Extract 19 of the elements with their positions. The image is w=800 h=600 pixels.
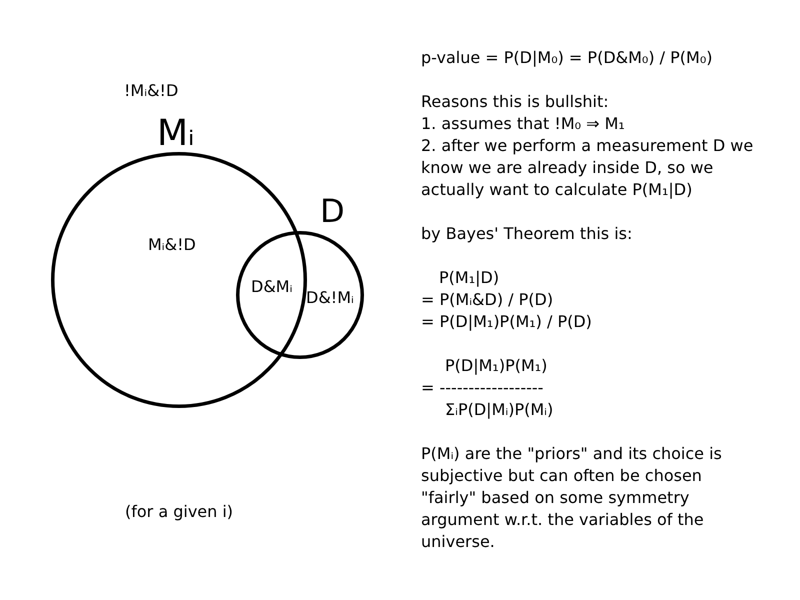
formula-text: P(D|M₁)P(M₁)	[445, 355, 548, 377]
list-item: 1. assumes that !M₀ ⇒ M₁	[421, 113, 625, 135]
set-label: Mᵢ	[157, 116, 194, 152]
formula-text: = ------------------	[421, 377, 544, 399]
formula-text: p-value = P(D|M₀) = P(D&M₀) / P(M₀)	[421, 47, 712, 69]
formula-text: = P(Mᵢ&D) / P(D)	[421, 289, 554, 311]
formula-text: = P(D|M₁)P(M₁) / P(D)	[421, 311, 592, 333]
formula-text: P(M₁|D)	[439, 267, 500, 289]
region-label: !Mᵢ&!D	[124, 80, 178, 102]
region-label: Mᵢ&!D	[148, 234, 196, 256]
body-text: by Bayes' Theorem this is:	[421, 223, 632, 245]
region-label: D&Mᵢ	[251, 276, 292, 298]
note-text: (for a given i)	[125, 501, 234, 523]
heading-text: Reasons this is bullshit:	[421, 91, 609, 113]
formula-text: ΣᵢP(D|Mᵢ)P(Mᵢ)	[445, 399, 554, 421]
list-item: 2. after we perform a measurement D we know we are already inside D, so we actually want to calculate P(M₁|D)	[421, 135, 754, 201]
set-label: D	[320, 195, 345, 227]
paragraph-text: P(Mᵢ) are the "priors" and its choice is subjective but can often be chosen "fairly" based on some symmetry argument w.r.t. the variables of the universe.	[421, 443, 723, 553]
region-label: D&!Mᵢ	[306, 287, 354, 309]
